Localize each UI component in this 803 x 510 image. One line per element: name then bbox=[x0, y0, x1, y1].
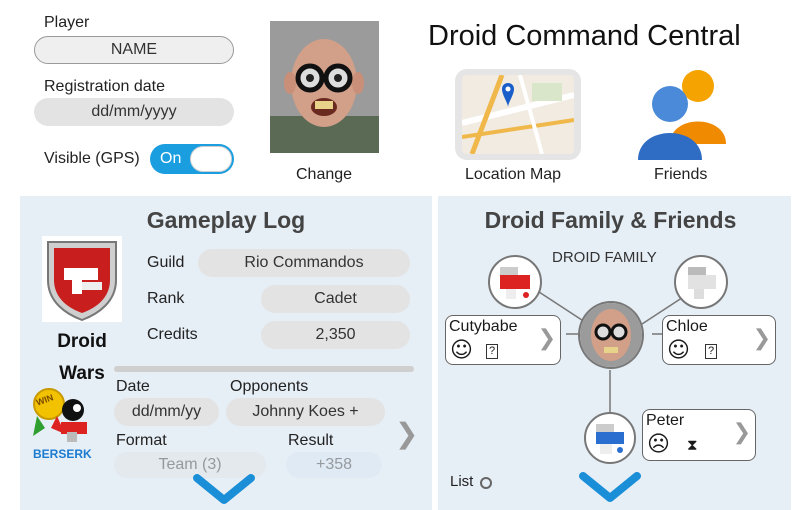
family-droid-gray-avatar[interactable] bbox=[674, 255, 728, 309]
status-icon: ? bbox=[486, 344, 498, 359]
friend-card-chloe[interactable]: Chloe ☺ ? ❯ bbox=[662, 315, 776, 365]
happy-face-icon: ☺ bbox=[667, 338, 690, 363]
visible-gps-label: Visible (GPS) bbox=[44, 150, 140, 167]
droid-wars-emblem bbox=[42, 236, 122, 322]
guild-label: Guild bbox=[147, 254, 185, 271]
result-value: +358 bbox=[286, 452, 382, 478]
hourglass-icon: ⧗ bbox=[687, 436, 698, 454]
list-label: List bbox=[450, 473, 474, 490]
friends-label[interactable]: Friends bbox=[654, 166, 708, 183]
family-droid-red-avatar[interactable] bbox=[488, 255, 542, 309]
berserk-label: BERSERK bbox=[33, 447, 92, 461]
next-match-chevron-icon[interactable]: ❯ bbox=[395, 417, 419, 450]
registration-label: Registration date bbox=[44, 78, 165, 95]
friends-button[interactable] bbox=[636, 64, 730, 160]
player-name-field[interactable]: NAME bbox=[34, 36, 234, 64]
friend-card-peter[interactable]: Peter ☹ ⧗ ❯ bbox=[642, 409, 756, 461]
opponents-label: Opponents bbox=[230, 378, 309, 395]
player-label: Player bbox=[44, 14, 90, 31]
credits-value: 2,350 bbox=[261, 321, 410, 349]
emblem-line1: Droid bbox=[57, 331, 107, 352]
friend-card-cutybabe[interactable]: Cutybabe ☺ ? ❯ bbox=[445, 315, 561, 365]
list-radio[interactable] bbox=[480, 477, 492, 489]
rank-value: Cadet bbox=[261, 285, 410, 313]
friend-name: Chloe bbox=[666, 318, 708, 335]
friends-icon bbox=[638, 70, 726, 160]
match-date-field[interactable]: dd/mm/yy bbox=[114, 398, 219, 426]
family-title: Droid Family & Friends bbox=[484, 207, 737, 233]
friend-name: Peter bbox=[646, 412, 685, 429]
sad-face-icon: ☹ bbox=[647, 432, 670, 457]
result-label: Result bbox=[288, 432, 334, 449]
droid-family-label: DROID FAMILY bbox=[552, 249, 657, 266]
format-label: Format bbox=[116, 432, 167, 449]
happy-face-icon: ☺ bbox=[450, 338, 473, 363]
app-title: Droid Command Central bbox=[428, 20, 741, 52]
credits-label: Credits bbox=[147, 326, 198, 343]
section-divider bbox=[114, 366, 414, 372]
status-icon: ? bbox=[705, 344, 717, 359]
location-map-label[interactable]: Location Map bbox=[465, 166, 562, 183]
map-icon bbox=[462, 75, 574, 154]
rank-label: Rank bbox=[147, 290, 185, 307]
friend-name: Cutybabe bbox=[449, 318, 518, 335]
profile-photo[interactable] bbox=[270, 21, 379, 153]
date-label: Date bbox=[116, 378, 150, 395]
family-scroll-down-chevron-icon[interactable] bbox=[579, 472, 641, 504]
gameplay-log-title: Gameplay Log bbox=[146, 207, 306, 233]
toggle-state-label: On bbox=[160, 150, 182, 167]
win-badge-icon bbox=[31, 388, 89, 444]
scroll-down-chevron-icon[interactable] bbox=[193, 474, 255, 506]
location-map-button[interactable] bbox=[455, 69, 581, 160]
guild-value: Rio Commandos bbox=[198, 249, 410, 277]
chevron-right-icon: ❯ bbox=[732, 420, 751, 445]
chevron-right-icon: ❯ bbox=[537, 326, 556, 351]
toggle-knob bbox=[190, 146, 232, 172]
change-photo-link[interactable]: Change bbox=[296, 166, 353, 183]
registration-date-field[interactable]: dd/mm/yyyy bbox=[34, 98, 234, 126]
center-player-avatar[interactable] bbox=[578, 301, 644, 369]
chevron-right-icon: ❯ bbox=[752, 326, 771, 351]
family-droid-blue-avatar[interactable] bbox=[584, 412, 636, 464]
visible-gps-toggle[interactable]: On bbox=[150, 144, 234, 174]
format-value: Team (3) bbox=[114, 452, 266, 478]
emblem-line2: Wars bbox=[59, 363, 105, 384]
opponents-value: Johnny Koes + bbox=[226, 398, 385, 426]
